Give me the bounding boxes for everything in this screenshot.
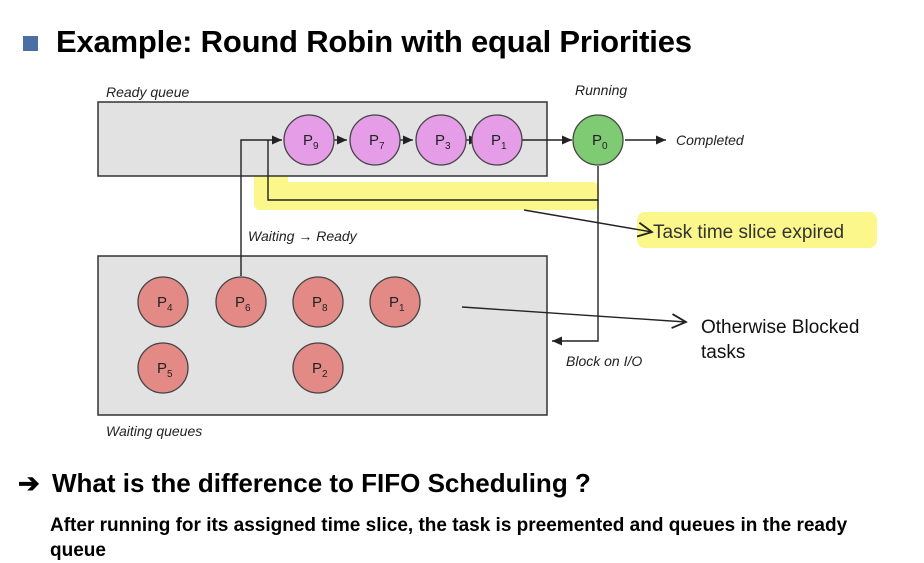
waiting-queues-label: Waiting queues bbox=[106, 423, 202, 439]
process-circle bbox=[292, 276, 344, 328]
process-subscript: 4 bbox=[167, 303, 173, 314]
process-subscript: 3 bbox=[445, 141, 451, 152]
process-circle bbox=[572, 114, 624, 166]
running-process-node: P0 bbox=[572, 114, 624, 166]
slide-title: Example: Round Robin with equal Prioriti… bbox=[56, 24, 692, 59]
question-arrow-icon: ➔ bbox=[18, 468, 40, 498]
ready-process-node: P3 bbox=[415, 114, 467, 166]
block-io-label: Block on I/O bbox=[566, 353, 642, 369]
process-subscript: 0 bbox=[602, 141, 608, 152]
block-io-arrow bbox=[552, 200, 599, 346]
process-circle bbox=[471, 114, 523, 166]
process-subscript: 1 bbox=[501, 141, 507, 152]
question-text: What is the difference to FIFO Schedulin… bbox=[52, 468, 591, 498]
process-circle bbox=[283, 114, 335, 166]
process-subscript: 7 bbox=[379, 141, 385, 152]
process-circle bbox=[137, 276, 189, 328]
process-circle bbox=[292, 342, 344, 394]
waiting-ready-label: Waiting → Ready bbox=[248, 228, 358, 244]
process-circle bbox=[349, 114, 401, 166]
waiting-process-node: P6 bbox=[215, 276, 267, 328]
completed-label: Completed bbox=[676, 132, 745, 148]
process-subscript: 1 bbox=[399, 303, 405, 314]
ready-process-node: P7 bbox=[349, 114, 401, 166]
time-slice-pointer bbox=[523, 209, 652, 232]
time-slice-loop-line bbox=[267, 140, 599, 201]
ready-process-node: P1 bbox=[471, 114, 523, 166]
running-label: Running bbox=[575, 82, 627, 98]
title-bullet-icon bbox=[23, 36, 38, 51]
process-circle bbox=[369, 276, 421, 328]
blocked-pointer bbox=[461, 306, 686, 322]
process-circle bbox=[137, 342, 189, 394]
process-subscript: 2 bbox=[322, 369, 328, 380]
waiting-process-node: P4 bbox=[137, 276, 189, 328]
blocked-label-line2: tasks bbox=[701, 342, 745, 363]
process-subscript: 8 bbox=[322, 303, 328, 314]
waiting-process-node: P5 bbox=[137, 342, 189, 394]
running-process-node: P0 bbox=[572, 114, 624, 166]
ready-process-node: P9 bbox=[283, 114, 335, 166]
process-subscript: 6 bbox=[245, 303, 251, 314]
process-circle bbox=[415, 114, 467, 166]
process-subscript: 5 bbox=[167, 369, 173, 380]
highlight-stroke bbox=[637, 212, 877, 248]
time-slice-label: Task time slice expired bbox=[653, 222, 844, 243]
ready-queue-label: Ready queue bbox=[106, 84, 190, 100]
blocked-label-line1: Otherwise Blocked bbox=[701, 317, 859, 338]
process-circle bbox=[215, 276, 267, 328]
waiting-process-node: P1 bbox=[369, 276, 421, 328]
highlight-stroke bbox=[254, 182, 599, 210]
waiting-process-node: P8 bbox=[292, 276, 344, 328]
scheduling-diagram: Ready queue Running Completed Waiting → … bbox=[97, 82, 877, 439]
connectors bbox=[240, 135, 686, 346]
process-subscript: 9 bbox=[313, 141, 319, 152]
waiting-process-node: P2 bbox=[292, 342, 344, 394]
